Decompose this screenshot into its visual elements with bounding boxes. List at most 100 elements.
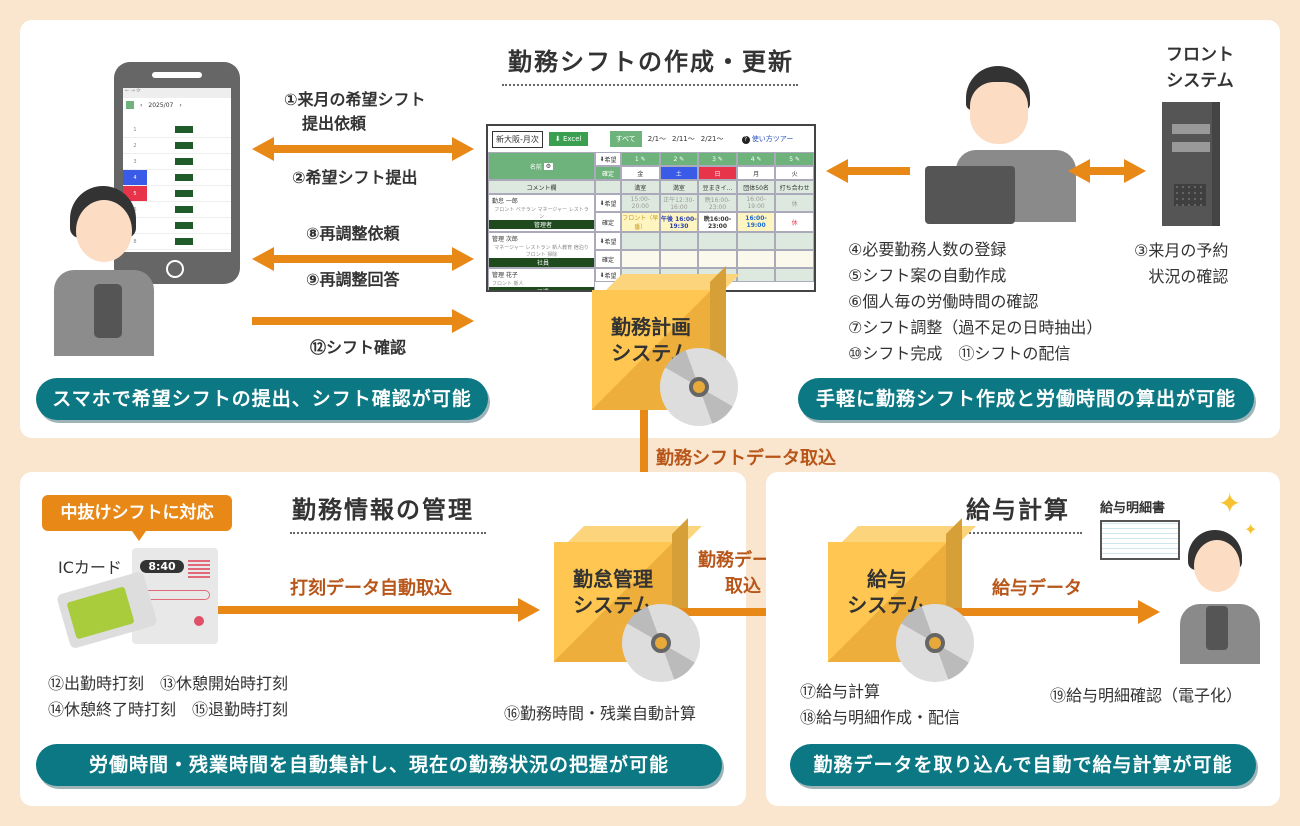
request-cell[interactable] [775, 232, 814, 250]
benefit-pill-smartphone: スマホで希望シフトの提出、シフト確認が可能 [36, 378, 488, 420]
confirmed-cell[interactable]: フロント（早番） [621, 212, 660, 232]
confirmed-cell[interactable] [659, 250, 699, 268]
woman-face [1194, 540, 1240, 592]
confirmed-cell[interactable] [698, 250, 737, 268]
clock-display: 8:40 [140, 560, 184, 573]
comment-cell[interactable]: 豆まきイ... [698, 180, 737, 194]
payroll-section-title: 給与計算 [966, 496, 1070, 524]
request-text: 希望 [604, 200, 617, 208]
request-cell[interactable]: 休 [775, 194, 814, 212]
confirmed-cell[interactable] [775, 250, 814, 268]
confirmed-cell[interactable]: 休 [775, 212, 814, 232]
sparkle-icon: ✦ [1244, 520, 1258, 539]
stamp-steps-2: ⑭休憩終了時打刻 ⑮退勤時打刻 [48, 700, 289, 719]
request-cell[interactable] [736, 268, 776, 282]
request-cell[interactable]: 15:00-20:00 [621, 194, 660, 212]
payroll-system-label: 給与 システム [847, 567, 927, 617]
day-1-header[interactable]: 1 ✎ [621, 152, 660, 166]
day-num: 5 [789, 155, 794, 163]
request-cell[interactable]: 16:00-19:00 [736, 194, 776, 212]
step-1-label-line2: 提出依頼 [302, 114, 367, 133]
home-button [166, 260, 184, 278]
step-1-label: ①来月の希望シフト [284, 90, 426, 109]
confirmed-cell[interactable]: 午後 16:00-19:30 [659, 212, 699, 232]
day-4-header[interactable]: 4 ✎ [736, 152, 776, 166]
app-toolbar: 新大阪-月次 ⬇ Excel すべて 2/1～ 2/11～ 2/21～ ? 使い… [488, 126, 814, 152]
excel-button[interactable]: ⬇ Excel [548, 132, 588, 146]
request-label: ⬇希望 [595, 232, 621, 250]
day-num: 4 [750, 155, 755, 163]
request-cell[interactable] [736, 232, 776, 250]
request-text: 希望 [604, 238, 617, 246]
confirmed-cell[interactable] [621, 250, 660, 268]
dow-3: 日 [698, 166, 737, 180]
shift-section-title: 勤務シフトの作成・更新 [508, 48, 794, 76]
excel-label: Excel [562, 135, 582, 143]
confirmed-cell[interactable]: 晩16:00-23:00 [698, 212, 737, 232]
staff-name: 管理 次郎 [492, 236, 518, 243]
day-num: 3 [712, 155, 716, 163]
confirmed-cell[interactable]: 16:00-19:00 [736, 212, 776, 232]
range-tab-3[interactable]: 2/21～ [700, 135, 724, 143]
payroll-step-19: ⑲給与明細確認（電子化） [1050, 686, 1243, 705]
comment-cell[interactable]: 団体50名 [736, 180, 776, 194]
staff-skills: マネージャー レストラン 新人教育 宿泊りフロント 掃除 [494, 245, 589, 258]
benefit-pill-attendance: 労働時間・残業時間を自動集計し、現在の勤務状況の把握が可能 [36, 744, 722, 786]
staff-3-cell: 管理 花子 フロント 新人 派遣 [488, 268, 595, 290]
ic-card-label: ICカード [58, 558, 122, 577]
step-5: ⑤シフト案の自動作成 [848, 266, 1007, 285]
front-system-title: フロント システム [1166, 45, 1234, 91]
comment-cell[interactable]: 満室 [621, 180, 660, 194]
tour-link[interactable]: ? 使い方ツアー [741, 134, 793, 144]
benefit-pill-payroll: 勤務データを取り込んで自動で給与計算が可能 [790, 744, 1256, 786]
gear-icon[interactable]: ⚙ [543, 162, 554, 170]
request-cell[interactable] [698, 232, 737, 250]
step-12-label: ⑫シフト確認 [310, 338, 407, 357]
day-5-header[interactable]: 5 ✎ [775, 152, 814, 166]
comment-cell[interactable]: 打ち合わせ [775, 180, 814, 194]
shift-grid: 名前 ⚙ ⬇希望 1 ✎ 2 ✎ 3 ✎ 4 ✎ 5 ✎ 確定 金 土 日 月 … [488, 152, 814, 290]
woman-phone [1206, 606, 1228, 650]
title-underline [290, 532, 486, 534]
sparkle-icon: ✦ [1218, 487, 1242, 520]
filter-all-tab[interactable]: すべて [609, 131, 642, 147]
staff-2-cell: 管理 次郎 マネージャー レストラン 新人教育 宿泊りフロント 掃除 社員 [488, 232, 595, 268]
request-cell[interactable]: 正午12:30-16:00 [659, 194, 699, 212]
clock-buttons [188, 560, 210, 578]
stamp-steps-1: ⑫出勤時打刻 ⑬休憩開始時打刻 [48, 674, 289, 693]
day-2-header[interactable]: 2 ✎ [659, 152, 699, 166]
phone-month: 2025/07 [148, 101, 174, 109]
next-month-icon[interactable]: › [179, 101, 182, 109]
step-4: ④必要勤務人数の登録 [848, 240, 1007, 259]
indicator-light [194, 616, 204, 626]
comment-header: コメント欄 [488, 180, 595, 194]
phone-speaker [152, 72, 202, 78]
comment-cell[interactable]: 満室 [659, 180, 699, 194]
office-select[interactable]: 新大阪-月次 [492, 130, 543, 148]
request-cell[interactable] [621, 232, 660, 250]
attendance-section-title: 勤務情報の管理 [292, 496, 474, 524]
menu-icon[interactable] [126, 101, 134, 109]
request-cell[interactable]: 晩16:00-23:00 [698, 194, 737, 212]
range-tab-1[interactable]: 2/1～ [647, 135, 667, 143]
request-cell[interactable] [775, 268, 814, 282]
day-3-header[interactable]: 3 ✎ [698, 152, 737, 166]
step-9-label: ⑨再調整回答 [306, 270, 400, 289]
request-cell[interactable] [659, 232, 699, 250]
request-header: ⬇希望 [595, 152, 621, 166]
request-text: 希望 [604, 272, 617, 280]
man-face [970, 82, 1028, 144]
request-label: ⬇希望 [595, 194, 621, 212]
comment-spacer [595, 180, 621, 194]
stamp-import-label: 打刻データ自動取込 [290, 578, 452, 599]
phone-row: 8 [123, 234, 231, 250]
confirmed-cell[interactable] [736, 250, 776, 268]
payroll-data-label: 給与データ [992, 578, 1082, 599]
range-tab-2[interactable]: 2/11～ [672, 135, 695, 143]
request-header-label: 希望 [604, 156, 617, 164]
step-6: ⑥個人毎の労働時間の確認 [848, 292, 1039, 311]
prev-month-icon[interactable]: ‹ [140, 101, 143, 109]
confirmed-label: 確定 [595, 212, 621, 232]
name-header-label: 名前 [529, 163, 542, 171]
callout-split-shift: 中抜けシフトに対応 [42, 495, 232, 541]
